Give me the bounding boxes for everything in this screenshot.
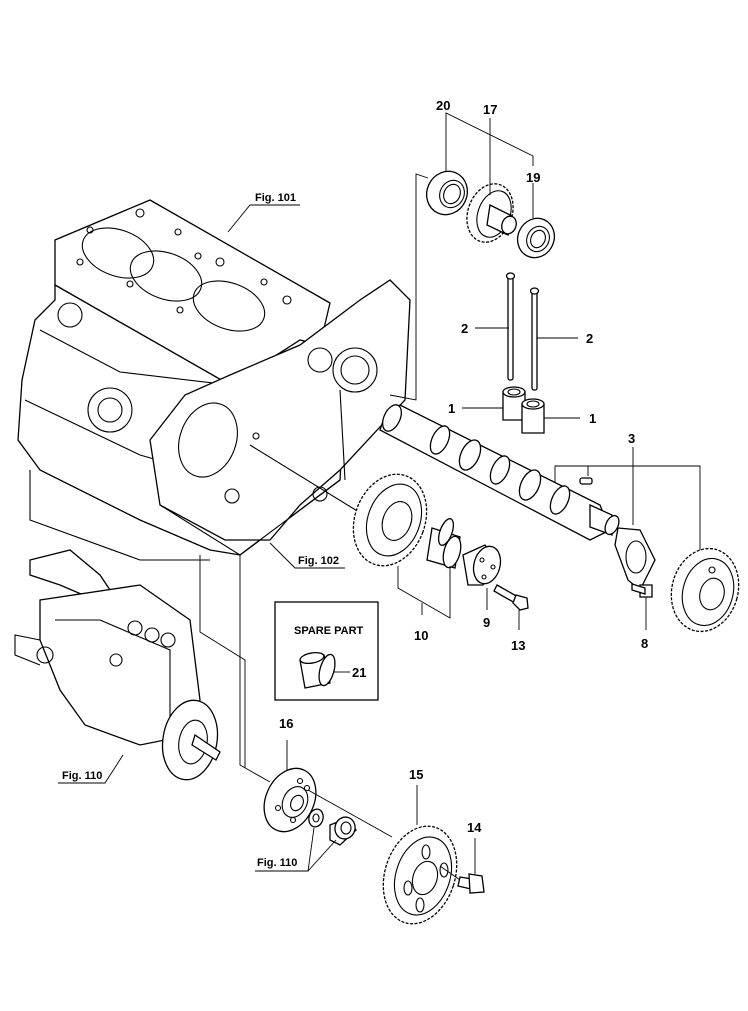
idle-shaft-9	[462, 544, 502, 586]
camshaft-gear	[670, 547, 740, 633]
bolt-8	[631, 583, 653, 598]
bracket-10	[397, 566, 451, 619]
bushing	[426, 518, 462, 569]
part-label-10[interactable]: 10	[414, 628, 428, 643]
woodruff-key	[579, 477, 593, 485]
part-label-16[interactable]: 16	[279, 716, 293, 731]
part-label-2a[interactable]: 2	[461, 321, 468, 336]
part-label-14[interactable]: 14	[467, 820, 482, 835]
part-label-1b[interactable]: 1	[589, 411, 596, 426]
bolt-13	[493, 584, 529, 611]
part-label-2b[interactable]: 2	[586, 331, 593, 346]
washer	[308, 808, 324, 828]
part-label-9[interactable]: 9	[483, 615, 490, 630]
part-label-13[interactable]: 13	[511, 638, 525, 653]
idle-gear-10	[352, 473, 428, 567]
part-label-21[interactable]: 21	[352, 665, 366, 680]
fuel-injection-pump	[14, 549, 221, 781]
part-label-15[interactable]: 15	[409, 767, 423, 782]
fig110-pump-ref[interactable]: Fig. 110	[62, 770, 102, 782]
bolt-14	[439, 865, 485, 894]
thrust-plate	[614, 527, 656, 592]
camshaft-assembly-bracket	[389, 173, 429, 401]
bracket-17-19-20	[445, 112, 534, 166]
hub-gear-connector	[307, 789, 393, 838]
part-label-1a[interactable]: 1	[448, 401, 455, 416]
fig110-pump-leader	[58, 754, 124, 784]
fig101-ref[interactable]: Fig. 101	[255, 192, 296, 204]
engine-block	[17, 199, 411, 561]
gear-17	[466, 183, 517, 243]
camshaft	[379, 404, 620, 541]
fig102-ref[interactable]: Fig. 102	[298, 555, 339, 567]
fig110-parts-ref[interactable]: Fig. 110	[257, 857, 297, 869]
pump-leader-line	[199, 555, 246, 768]
push-rods-2	[505, 272, 540, 391]
hub-leader-line	[239, 555, 271, 783]
part-label-20[interactable]: 20	[436, 98, 450, 113]
bracket-3	[554, 465, 701, 552]
gear-15	[382, 825, 458, 925]
tappets-1	[502, 386, 545, 434]
spare-part-title: SPARE PART	[294, 625, 364, 637]
fig102-leader	[269, 542, 345, 569]
bearing-19	[516, 217, 556, 259]
nut	[329, 816, 357, 846]
part-label-17[interactable]: 17	[483, 102, 497, 117]
part-label-19[interactable]: 19	[526, 170, 540, 185]
bearing-20	[425, 170, 469, 216]
part-label-8[interactable]: 8	[641, 636, 648, 651]
spare-part-box: SPARE PART 21	[274, 601, 379, 701]
fig110-parts-leader-b	[307, 839, 337, 872]
fig101-leader	[227, 204, 300, 233]
part-label-3[interactable]: 3	[628, 431, 635, 446]
gear-hub-16	[263, 767, 317, 833]
